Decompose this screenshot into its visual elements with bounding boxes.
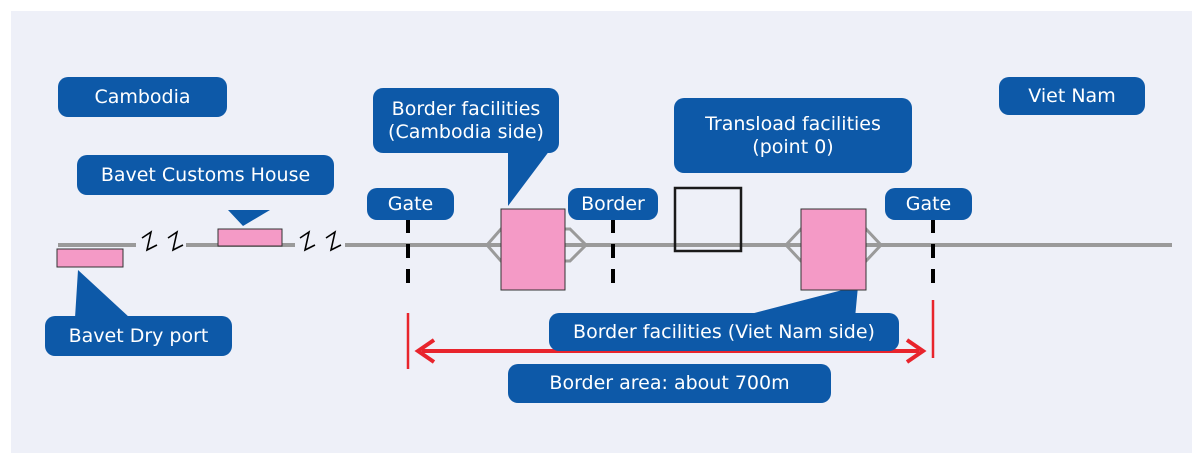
viet-nam-facility-callout-tail bbox=[735, 286, 858, 318]
bavet-dry-port-building bbox=[56, 248, 124, 268]
border-facilities-viet-nam-label: Border facilities (Viet Nam side) bbox=[549, 313, 899, 351]
border-area-arrowhead-right bbox=[905, 338, 927, 364]
border-area-arrowhead-left bbox=[414, 338, 436, 364]
track-break-mark bbox=[167, 230, 184, 252]
cambodia-label: Cambodia bbox=[58, 77, 227, 117]
border-area-label: Border area: about 700m bbox=[508, 364, 831, 403]
cambodia-facility-callout-tail bbox=[508, 150, 550, 206]
transload-facilities-label: Transload facilities (point 0) bbox=[674, 98, 912, 173]
bavet-customs-house-building bbox=[217, 228, 283, 247]
track-break-mark bbox=[325, 230, 342, 252]
border-facility-cambodia-building bbox=[500, 208, 566, 291]
dry-port-callout-tail bbox=[75, 270, 130, 318]
border-label: Border bbox=[568, 188, 658, 220]
customs-house-callout-tail bbox=[228, 210, 270, 226]
bavet-dry-port-label: Bavet Dry port bbox=[45, 316, 232, 356]
track-break-mark bbox=[141, 230, 158, 252]
border-facilities-cambodia-label: Border facilities (Cambodia side) bbox=[373, 88, 559, 153]
transload-facility-box bbox=[673, 186, 743, 253]
gate-label-left: Gate bbox=[367, 188, 454, 220]
gate-label-right: Gate bbox=[885, 188, 972, 220]
border-facility-viet-nam-building bbox=[800, 208, 867, 291]
track-break-mark bbox=[299, 230, 316, 252]
viet-nam-label: Viet Nam bbox=[999, 77, 1145, 115]
bavet-customs-house-label: Bavet Customs House bbox=[77, 155, 334, 195]
